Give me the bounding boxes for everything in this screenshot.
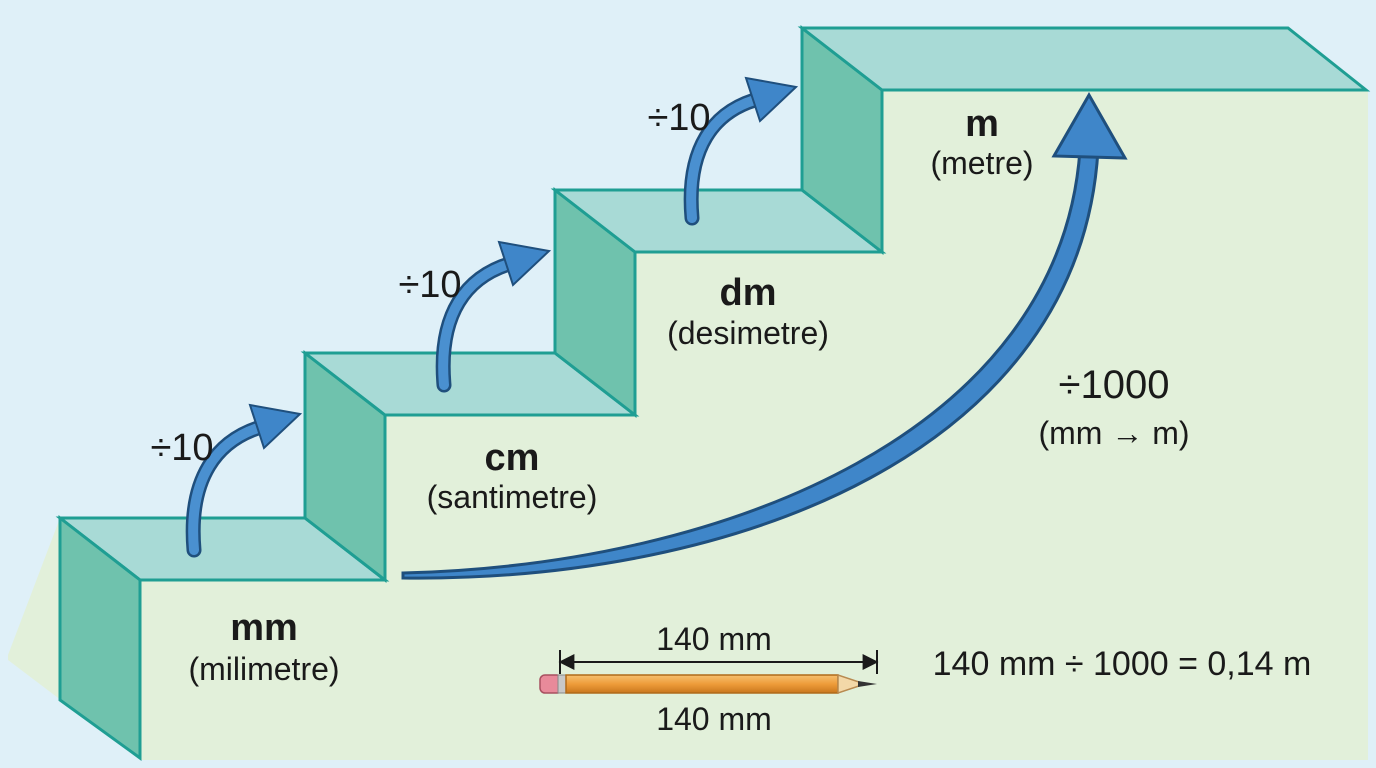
arrow-mm-m-head bbox=[1051, 91, 1128, 160]
unit-name-cm: (santimetre) bbox=[427, 479, 598, 515]
unit-name-m: (metre) bbox=[930, 145, 1033, 181]
step-dm bbox=[550, 186, 887, 419]
pencil-length-top: 140 mm bbox=[656, 621, 772, 657]
unit-name-mm: (milimetre) bbox=[188, 651, 339, 687]
step-mm bbox=[55, 514, 390, 761]
arrow-dm-m bbox=[683, 76, 799, 226]
equation-text: 140 mm ÷ 1000 = 0,14 m bbox=[933, 645, 1312, 683]
step-label-1: ÷10 bbox=[150, 427, 213, 469]
step-label-2: ÷10 bbox=[398, 264, 461, 306]
pencil-length-bottom: 140 mm bbox=[656, 701, 772, 737]
ground-background bbox=[8, 90, 1368, 760]
unit-name-dm: (desimetre) bbox=[667, 315, 829, 351]
arrow-mm-cm-head bbox=[248, 403, 303, 450]
pencil-ferrule bbox=[557, 674, 567, 694]
unit-abbr-m: m bbox=[965, 103, 999, 145]
arrow-dm-m-head bbox=[744, 76, 799, 123]
unit-abbr-dm: dm bbox=[720, 272, 777, 314]
step-mm-side bbox=[58, 514, 142, 761]
unit-abbr-mm: mm bbox=[230, 607, 298, 649]
arrow-mm-m bbox=[401, 91, 1128, 580]
arrow-cm-dm-head bbox=[497, 240, 552, 287]
arrow-mm-cm bbox=[185, 403, 303, 558]
pencil-body bbox=[565, 674, 839, 694]
big-step-sublabel: (mm → m) bbox=[1038, 415, 1189, 451]
pencil-tip-wood bbox=[837, 673, 868, 695]
pencil-illustration bbox=[539, 650, 879, 695]
step-cm bbox=[300, 349, 640, 584]
step-label-3: ÷10 bbox=[647, 97, 710, 139]
pencil-lead bbox=[858, 681, 877, 687]
unit-abbr-cm: cm bbox=[485, 437, 540, 479]
arrow-cm-dm bbox=[435, 240, 552, 393]
big-step-label: ÷1000 bbox=[1059, 363, 1170, 407]
step-m bbox=[797, 24, 1371, 256]
step-m-top bbox=[797, 26, 1371, 92]
